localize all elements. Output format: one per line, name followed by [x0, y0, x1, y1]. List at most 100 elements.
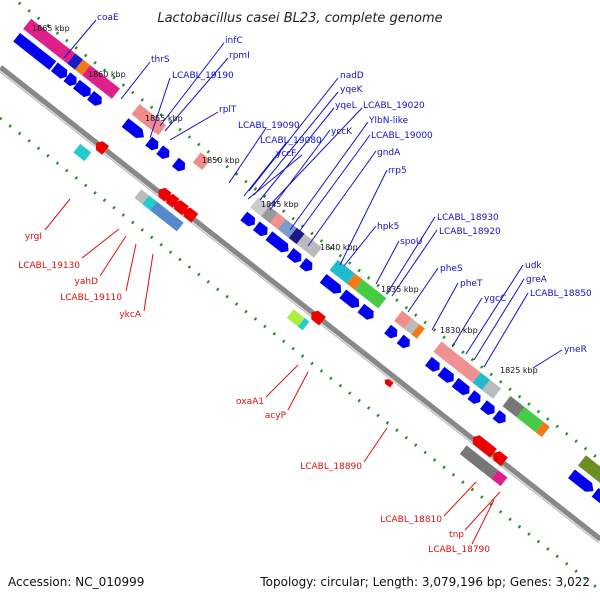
- forward-gene: [319, 274, 342, 294]
- feature-block: [73, 143, 92, 162]
- gene-label: rpmI: [229, 51, 250, 61]
- feature-block: [67, 53, 84, 70]
- feature-block: [288, 227, 305, 245]
- reverse-gene: [158, 187, 172, 202]
- feature-block: [142, 195, 157, 211]
- gene-label: pheS: [440, 264, 463, 274]
- reverse-gene: [174, 200, 189, 216]
- kbp-label: 1825 kbp: [500, 366, 538, 375]
- forward-gene: [13, 32, 39, 57]
- forward-gene: [286, 248, 302, 263]
- reverse-gene: [166, 194, 180, 208]
- forward-gene: [32, 47, 57, 70]
- gene-label: ygcC: [484, 294, 506, 304]
- reverse-gene: [472, 435, 497, 458]
- gene-label: yahD: [75, 277, 99, 287]
- reverse-gene: [95, 141, 110, 155]
- forward-gene: [50, 62, 68, 79]
- kbp-label: 1830 kbp: [440, 326, 478, 335]
- feature-block: [192, 152, 211, 170]
- gene-label: LCABL_19130: [18, 261, 80, 271]
- topology-text: Topology: circular; Length: 3,079,196 bp…: [259, 575, 590, 589]
- gene-label: ykcA: [119, 310, 141, 320]
- feature-block: [134, 189, 150, 205]
- feature-block: [433, 341, 481, 383]
- gene-label: rplT: [219, 105, 237, 115]
- gene-label: nadD: [340, 71, 364, 81]
- forward-gene: [357, 303, 374, 320]
- kbp-label: 1860 kbp: [88, 70, 126, 79]
- gene-label: LCABL_18850: [530, 289, 592, 299]
- gene-label: gndA: [377, 148, 401, 158]
- labels-bottom: yrgI LCABL_19130 yahD LCABL_19110 ykcA o…: [18, 232, 490, 555]
- feature-block: [329, 259, 355, 284]
- gene-label: udk: [525, 261, 542, 271]
- forward-gene: [145, 136, 159, 151]
- feature-lane-reverse: [73, 143, 508, 487]
- feature-block: [23, 18, 76, 64]
- kbp-label: 1865 kbp: [32, 24, 70, 33]
- feature-block: [491, 470, 508, 487]
- gene-label: yneR: [564, 345, 587, 355]
- feature-block: [296, 233, 322, 258]
- kbp-label: 1855 kbp: [145, 114, 183, 123]
- gene-label: LCABL_18920: [439, 227, 501, 237]
- gene-label: LCABL_18930: [437, 213, 499, 223]
- forward-gene: [492, 410, 506, 424]
- feature-block: [131, 104, 167, 136]
- forward-gene: [156, 145, 170, 159]
- gene-label: yccK: [331, 127, 353, 137]
- kbp-label: 1850 kbp: [202, 156, 240, 165]
- gene-label: thrS: [151, 55, 170, 65]
- gene-label: yccF: [276, 149, 296, 159]
- gene-label: LCABL_18890: [300, 462, 362, 472]
- reverse-gene: [183, 207, 199, 223]
- gene-label: yqeL: [335, 101, 357, 111]
- feature-block: [404, 318, 420, 335]
- forward-gene: [339, 289, 360, 309]
- gene-label: tnp: [449, 530, 464, 540]
- connectors-bottom: [44, 198, 501, 545]
- forward-gene: [121, 118, 144, 138]
- forward-gene: [425, 356, 440, 372]
- feature-block: [250, 197, 270, 217]
- gene-label: yrgI: [25, 232, 42, 242]
- feature-block: [502, 395, 525, 418]
- feature-block: [482, 379, 502, 399]
- labels-top: coaE thrS infC rpmI LCABL_19190 rplT nad…: [97, 13, 592, 355]
- gene-label: hpk5: [377, 222, 399, 232]
- feature-block: [516, 407, 544, 433]
- feature-block: [354, 279, 387, 309]
- tick-ring-inner: [0, 116, 600, 592]
- reverse-gene: [311, 310, 326, 326]
- feature-block: [277, 219, 297, 238]
- reverse-gene: [384, 379, 394, 388]
- tick-ring-outer: [12, 0, 600, 462]
- forward-gene: [396, 334, 410, 349]
- feature-block: [74, 59, 91, 76]
- feature-block: [346, 273, 363, 290]
- forward-gene: [252, 221, 268, 237]
- gene-label: LCABL_19110: [60, 293, 122, 303]
- forward-gene: [171, 157, 186, 172]
- feature-block: [394, 310, 413, 329]
- gene-label: greA: [526, 275, 548, 285]
- map-title: Lactobacillus casei BL23, complete genom…: [157, 11, 442, 26]
- gene-label: rrp5: [388, 166, 407, 176]
- accession-text: Accession: NC_010999: [8, 575, 144, 589]
- forward-gene: [72, 79, 91, 98]
- gene-label: LCABL_19090: [238, 121, 300, 131]
- feature-block: [82, 65, 120, 99]
- feature-block: [411, 324, 425, 339]
- feature-block: [472, 372, 491, 391]
- gene-label: LCABL_19020: [363, 101, 425, 111]
- forward-gene: [240, 211, 255, 227]
- forward-gene: [467, 390, 481, 404]
- feature-lane-reverse-red: [95, 141, 508, 467]
- reverse-gene: [493, 451, 508, 467]
- feature-block: [150, 201, 184, 232]
- forward-gene: [299, 257, 313, 272]
